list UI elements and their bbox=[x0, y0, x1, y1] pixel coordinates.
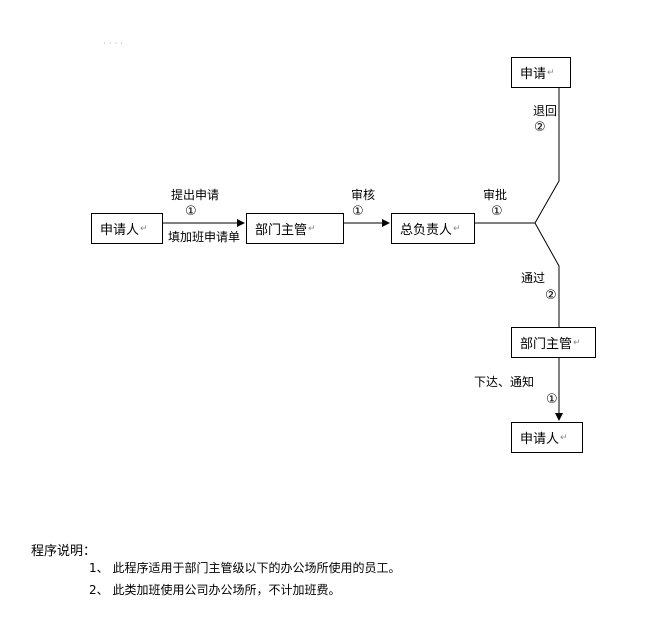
label-approve: 审批 bbox=[483, 188, 508, 202]
label-notify: 下达、通知 bbox=[474, 375, 535, 389]
line-fork-down-to-manager bbox=[534, 222, 560, 327]
step-1-approve: ① bbox=[491, 204, 503, 219]
label-pass: 通过 bbox=[521, 271, 546, 285]
step-1-review: ① bbox=[352, 204, 364, 219]
label-fill-form: 填加班申请单 bbox=[168, 230, 241, 244]
box-dept-manager-2: 部门主管↵ bbox=[511, 327, 596, 358]
box-applicant-2: 申请人↵ bbox=[511, 422, 583, 453]
box-dept-manager: 部门主管↵ bbox=[246, 213, 344, 244]
step-1-notify: ① bbox=[546, 392, 558, 407]
box-apply-again: 申请↵ bbox=[511, 57, 571, 88]
label-submit: 提出申请 bbox=[171, 188, 220, 202]
label-return: 退回 bbox=[533, 104, 558, 118]
notes-item-2: 2、 此类加班使用公司办公场所，不计加班费。 bbox=[89, 583, 341, 597]
line-fork-up-to-apply bbox=[534, 88, 560, 224]
faint-mark: · · · · bbox=[103, 39, 124, 49]
notes-title: 程序说明： bbox=[31, 544, 97, 559]
notes-item-1: 1、 此程序适用于部门主管级以下的办公场所使用的员工。 bbox=[89, 561, 401, 575]
step-2-return: ② bbox=[534, 120, 546, 135]
box-general-manager: 总负责人↵ bbox=[391, 213, 475, 244]
step-1-submit: ① bbox=[185, 204, 197, 219]
label-review: 审核 bbox=[351, 188, 376, 202]
step-2-pass: ② bbox=[545, 288, 557, 303]
box-applicant: 申请人↵ bbox=[91, 213, 163, 244]
